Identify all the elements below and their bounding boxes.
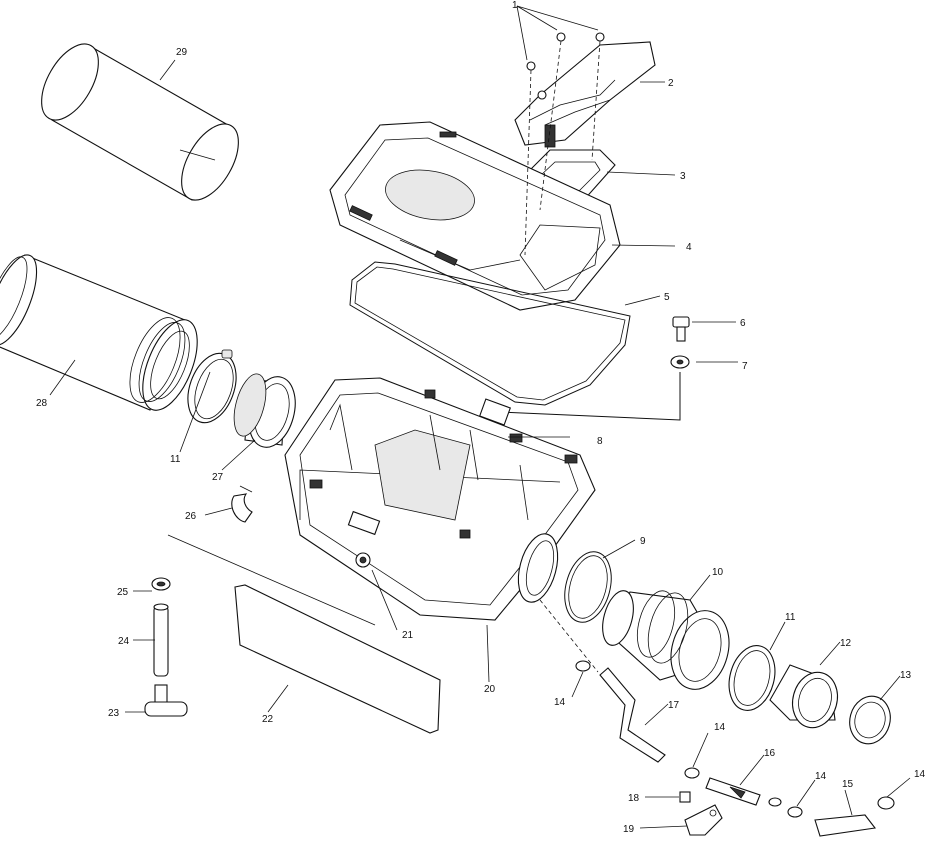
part-27-filter-adapter (233, 373, 296, 448)
callout-6: 6 (740, 318, 746, 329)
callout-27: 27 (212, 472, 224, 483)
callout-29: 29 (176, 47, 188, 58)
part-9-gasket-ring (564, 551, 612, 623)
part-20-airbox-base (284, 377, 596, 621)
part-13-clamp (849, 695, 891, 745)
part-12-boot-coupler (769, 664, 839, 729)
callout-2: 2 (668, 78, 674, 89)
part-26-clip (231, 485, 253, 523)
callout-24: 24 (118, 636, 130, 647)
part-14-clamps (575, 660, 895, 818)
callout-21: 21 (402, 630, 414, 641)
callout-5: 5 (664, 292, 670, 303)
callout-19: 19 (623, 824, 635, 835)
leader-lines (49, 5, 911, 829)
callout-8: 8 (597, 436, 603, 447)
callout-17: 17 (668, 700, 680, 711)
callout-1: 1 (512, 0, 518, 11)
callout-9: 9 (640, 536, 646, 547)
callout-10: 10 (712, 567, 724, 578)
part-16-check-valve (705, 777, 782, 807)
callout-11-left: 11 (170, 454, 181, 465)
part-2-intake-snorkel (514, 41, 656, 148)
part-5-gasket (349, 261, 631, 406)
part-11-clamp-left (187, 349, 237, 424)
part-23-drain-tee (144, 684, 188, 717)
callout-14-d: 14 (914, 769, 925, 780)
part-18-screw (679, 791, 691, 803)
callout-11-right: 11 (785, 612, 796, 623)
callout-14-c: 14 (815, 771, 827, 782)
callout-13: 13 (900, 670, 912, 681)
part-1-screws (524, 32, 605, 256)
callout-labels: 1 2 3 4 5 6 7 8 9 10 11 12 13 11 14 14 1… (36, 0, 925, 835)
part-25-clamp (151, 577, 171, 591)
callout-26: 26 (185, 511, 197, 522)
callout-3: 3 (680, 171, 686, 182)
part-22-bottom-panel (167, 534, 441, 734)
callout-23: 23 (108, 708, 120, 719)
part-7-washer (499, 355, 690, 421)
callout-28: 28 (36, 398, 48, 409)
callout-18: 18 (628, 793, 640, 804)
callout-14-b: 14 (714, 722, 726, 733)
callout-22: 22 (262, 714, 274, 725)
callout-16: 16 (764, 748, 776, 759)
callout-14-a: 14 (554, 697, 566, 708)
part-19-clip (684, 804, 723, 836)
part-15-hose (814, 814, 877, 837)
callout-25: 25 (117, 587, 129, 598)
part-28-air-filter (0, 254, 198, 411)
part-29-prefilter-sleeve (41, 43, 239, 201)
callout-15: 15 (842, 779, 854, 790)
callout-12: 12 (840, 638, 852, 649)
callout-20: 20 (484, 684, 496, 695)
part-24-drain-hose (153, 603, 169, 677)
part-4-airbox-cover (329, 121, 621, 311)
part-17-breather-hose (539, 599, 666, 763)
part-10-intake-boot (602, 590, 730, 690)
callout-4: 4 (686, 242, 692, 253)
part-11-clamp-right (728, 645, 776, 711)
part-6-bolt (672, 316, 690, 342)
callout-7: 7 (742, 361, 748, 372)
